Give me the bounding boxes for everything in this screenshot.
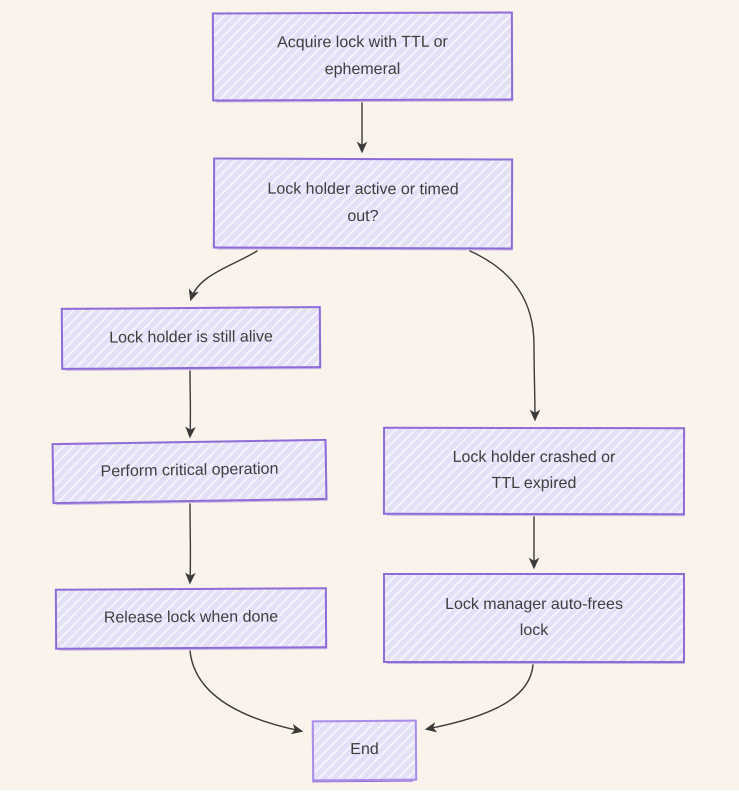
node-release-lock: Release lock when done xyxy=(54,587,328,650)
node-auto-free-lock: Lock manager auto-frees lock xyxy=(383,573,685,663)
node-holder-active-question: Lock holder active or timed out? xyxy=(212,157,514,250)
node-end-label: End xyxy=(350,741,379,759)
node-acquire-lock: Acquire lock with TTL or ephemeral xyxy=(211,11,514,102)
page-bottom-strip xyxy=(0,790,739,795)
node-acquire-lock-label: Acquire lock with TTL or ephemeral xyxy=(277,33,448,78)
node-holder-active-question-label: Lock holder active or timed out? xyxy=(267,180,459,225)
node-holder-crashed-label: Lock holder crashed or TTL expired xyxy=(452,448,616,493)
connector-release-to-end xyxy=(189,650,304,735)
node-holder-crashed: Lock holder crashed or TTL expired xyxy=(382,426,686,516)
node-release-lock-label: Release lock when done xyxy=(103,608,279,627)
node-end: End xyxy=(311,719,418,782)
connector-question-to-crashed xyxy=(469,250,541,422)
node-perform-operation-label: Perform critical operation xyxy=(100,460,279,481)
node-auto-free-lock-label: Lock manager auto-frees lock xyxy=(445,595,623,639)
node-holder-alive-label: Lock holder is still alive xyxy=(109,328,273,347)
connector-question-to-alive xyxy=(188,250,258,302)
connector-autofree-to-end xyxy=(424,664,534,733)
node-perform-operation: Perform critical operation xyxy=(51,438,328,505)
node-holder-alive: Lock holder is still alive xyxy=(60,306,322,370)
